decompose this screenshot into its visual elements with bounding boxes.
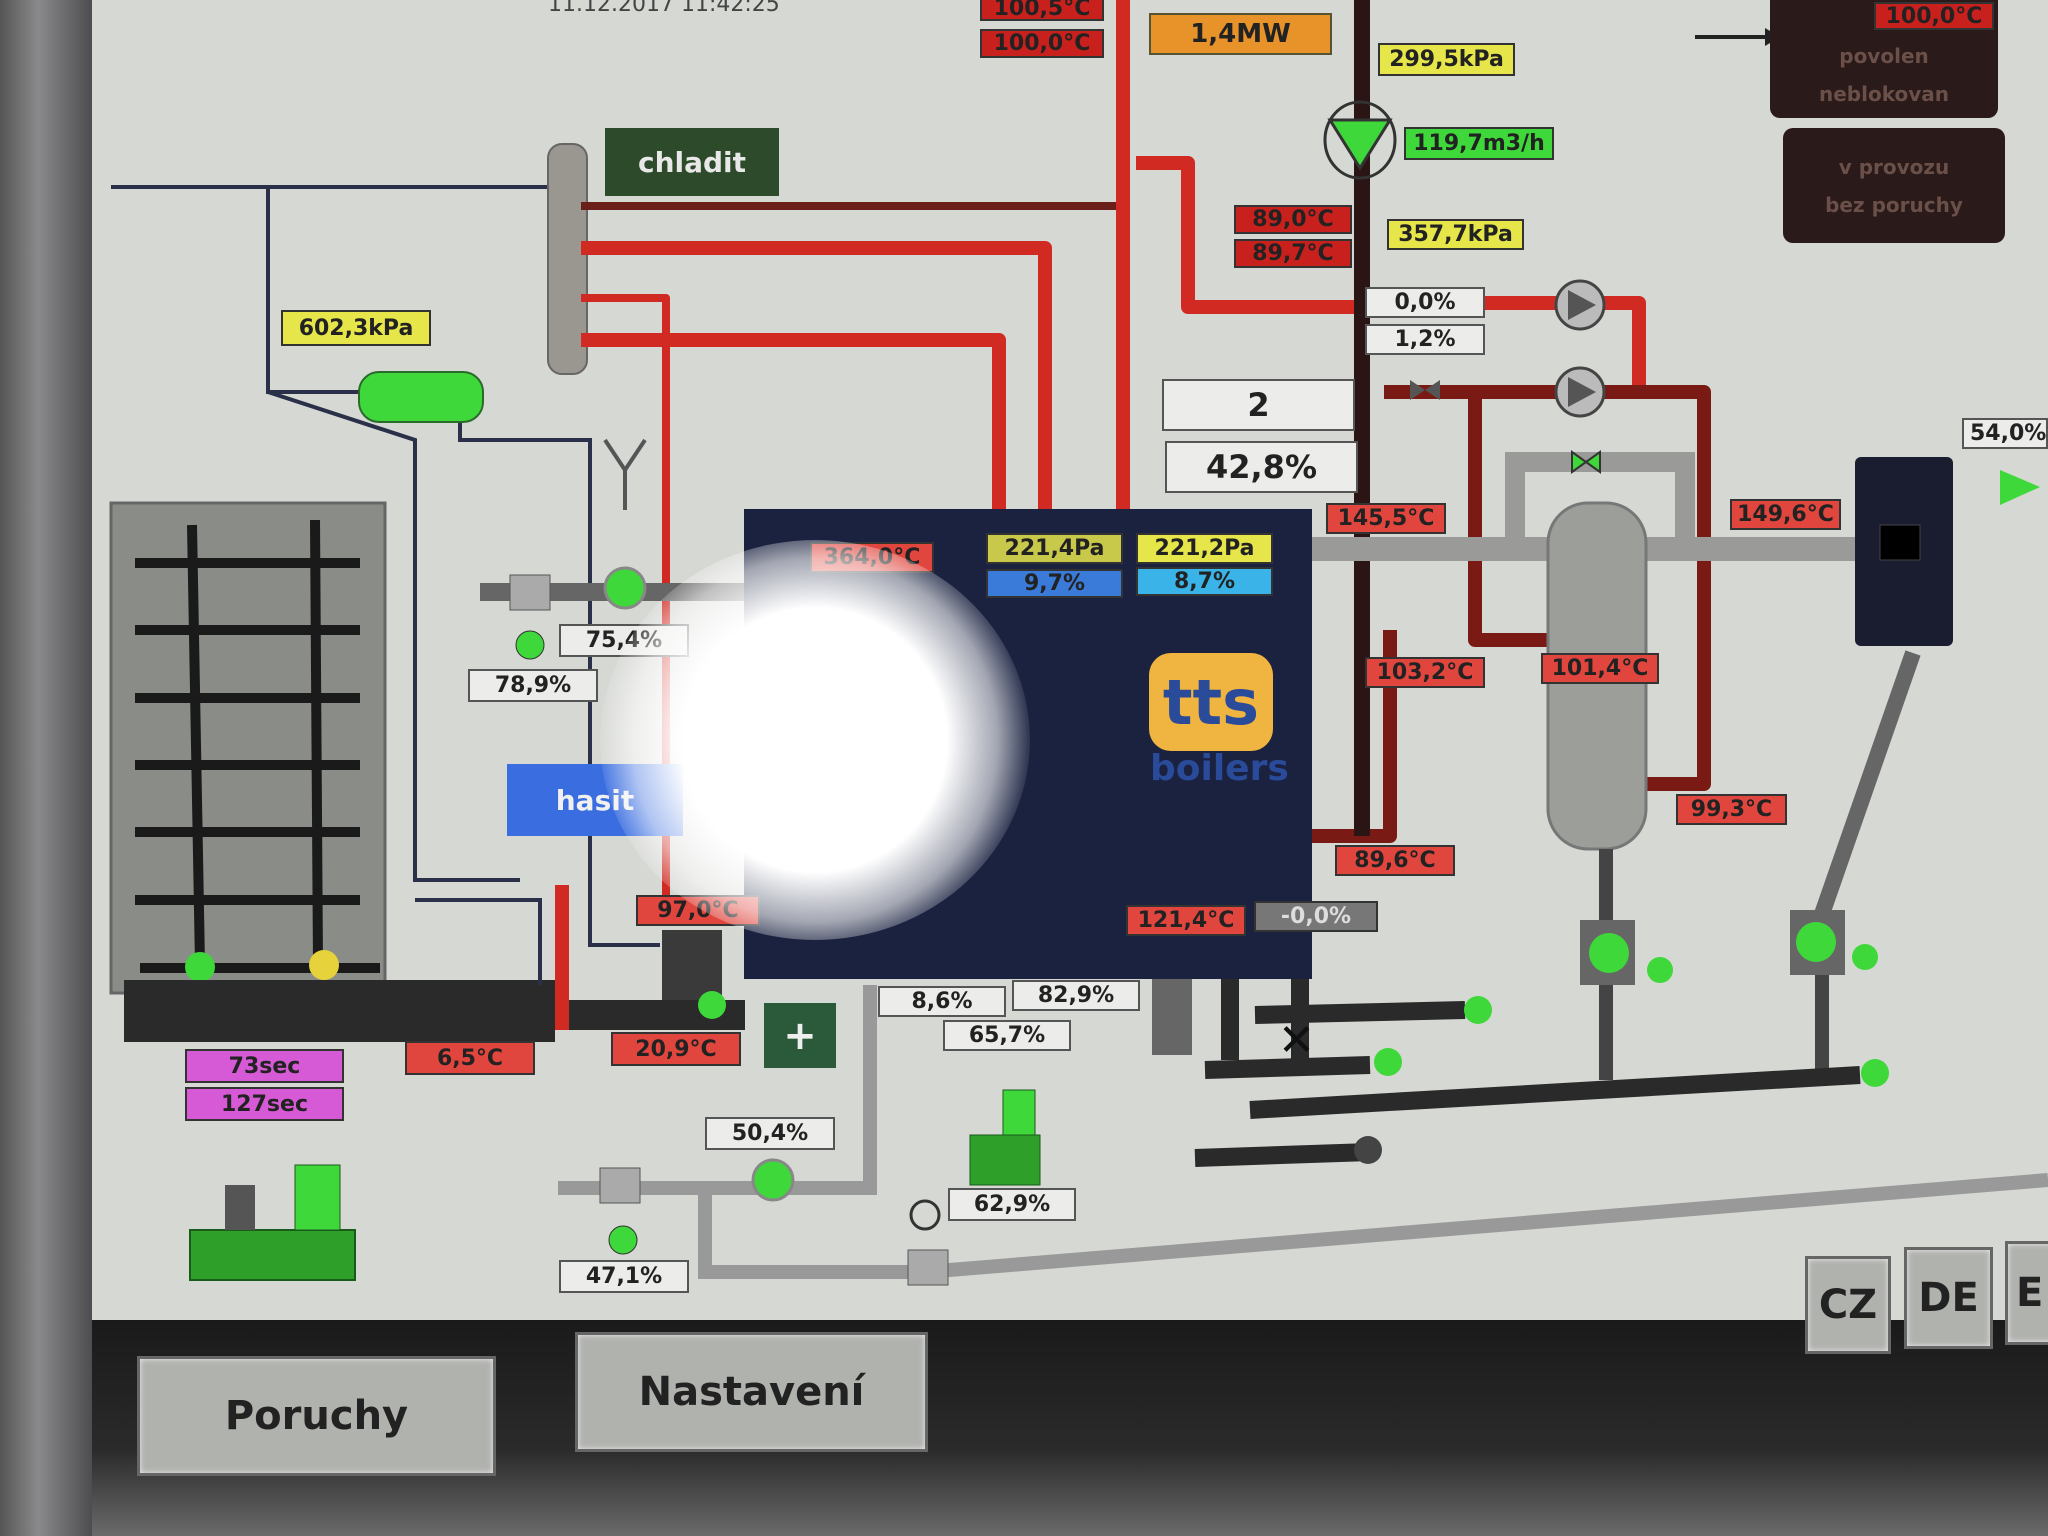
datetime: 11.12.2017 11:42:25 xyxy=(548,0,780,17)
hydraulic-unit-mid xyxy=(969,1134,1041,1186)
exhaust-fan-speed: 54,0% xyxy=(1962,418,2048,449)
temp-top-a: 100,5°C xyxy=(980,0,1104,21)
ash-lines xyxy=(1599,849,1829,1080)
language-de-button[interactable]: DE xyxy=(1904,1247,1993,1349)
feed-indicator xyxy=(698,991,726,1019)
main-pump xyxy=(1327,118,1393,171)
hydraulic-value: 62,9% xyxy=(948,1188,1076,1221)
feed-b: 82,9% xyxy=(1012,980,1140,1011)
temp-mid-b: 101,4°C xyxy=(1541,653,1659,684)
pressure-b: 221,2Pa xyxy=(1136,533,1273,564)
temp-mid-a: 103,2°C xyxy=(1365,657,1485,688)
primary-damper: 78,9% xyxy=(468,669,598,702)
language-en-button[interactable]: E xyxy=(2005,1241,2048,1345)
logo-subtext: boilers xyxy=(1150,748,1289,789)
status-panel-operation: v provozu bez poruchy xyxy=(1783,128,2005,243)
ash-conveyors xyxy=(1194,970,1861,1167)
percent-b: 8,7% xyxy=(1136,567,1273,596)
monitor-bezel-left xyxy=(0,0,95,1536)
cooling-tank xyxy=(547,143,588,375)
pressure-pump-in: 357,7kPa xyxy=(1387,219,1524,250)
temp-low-left: 89,6°C xyxy=(1335,845,1455,876)
secondary-air-pipe xyxy=(558,985,877,1195)
temp-outlet: 145,5°C xyxy=(1326,503,1446,534)
temp-top-b: 100,0°C xyxy=(980,29,1104,58)
temp-feed: 20,9°C xyxy=(611,1032,741,1066)
temp-ash: 97,0°C xyxy=(636,895,760,926)
secondary-fan xyxy=(751,1158,795,1202)
draft-value: -0,0% xyxy=(1254,901,1378,932)
status-panel-permit: 100,0°C povolen neblokovan xyxy=(1770,0,1998,118)
temp-right: 149,6°C xyxy=(1730,499,1841,530)
timer-a: 73sec xyxy=(185,1049,344,1083)
primary-fan xyxy=(603,566,647,610)
power-output: 1,4MW xyxy=(1149,13,1332,55)
panel-line: povolen xyxy=(1839,44,1929,68)
secondary-air-pipe-2 xyxy=(698,1173,2048,1279)
mixing-valve xyxy=(1410,380,1440,400)
temp-flue: 121,4°C xyxy=(1126,905,1246,936)
water-lines xyxy=(111,185,660,985)
percent-a: 9,7% xyxy=(986,569,1123,598)
settings-button[interactable]: Nastavení xyxy=(575,1332,928,1452)
feed-conveyor xyxy=(124,980,555,1042)
load-percent: 42,8% xyxy=(1165,441,1358,493)
hot-pipes xyxy=(581,0,1711,901)
main-pump-housing xyxy=(1323,100,1397,180)
extinguish-button[interactable]: hasit xyxy=(507,764,683,836)
drain-funnel xyxy=(603,438,647,510)
temp-low-right: 99,3°C xyxy=(1676,794,1787,825)
water-pressure: 602,3kPa xyxy=(281,310,431,346)
temp-return-b: 89,7°C xyxy=(1234,239,1352,268)
panel-line: v provozu xyxy=(1838,154,1950,179)
grate-bars xyxy=(135,519,380,973)
panel-temperature: 100,0°C xyxy=(1874,2,1994,30)
language-cz-button[interactable]: CZ xyxy=(1805,1256,1891,1354)
feed-a: 8,6% xyxy=(878,986,1006,1017)
boiler-logo: tts xyxy=(1149,653,1273,751)
pressure-pump-out: 299,5kPa xyxy=(1378,43,1515,76)
grate-indicator-green xyxy=(185,952,215,982)
pump1-speed: 0,0% xyxy=(1365,287,1485,318)
stage-value: 2 xyxy=(1162,379,1355,431)
bypass-valve xyxy=(1571,450,1601,474)
air-damper xyxy=(509,574,551,611)
exhaust-fan xyxy=(2000,470,2040,505)
pressure-a: 221,4Pa xyxy=(986,533,1123,564)
feed-c: 65,7% xyxy=(943,1020,1071,1051)
ash-screw-right xyxy=(1814,650,1921,917)
secondary-fan-speed: 50,4% xyxy=(705,1117,835,1150)
fuel-grate xyxy=(109,501,387,995)
primary-fan-speed: 75,4% xyxy=(559,624,689,657)
add-button[interactable]: + xyxy=(764,1003,836,1068)
faults-button[interactable]: Poruchy xyxy=(137,1356,496,1476)
hydraulic-unit-left xyxy=(189,1229,356,1281)
temp-fuel: 6,5°C xyxy=(405,1041,535,1075)
temp-return-a: 89,0°C xyxy=(1234,205,1352,234)
timer-b: 127sec xyxy=(185,1087,344,1121)
panel-line: bez poruchy xyxy=(1825,192,1963,217)
grate-indicator-yellow xyxy=(309,950,339,980)
panel-line: neblokovan xyxy=(1819,82,1949,106)
expansion-tank xyxy=(358,371,484,423)
ash-chute xyxy=(662,930,722,1000)
secondary-damper: 47,1% xyxy=(559,1260,689,1293)
temp-furnace: 364,0°C xyxy=(810,542,934,573)
logo-text: tts xyxy=(1162,665,1260,739)
fan-motor-icon xyxy=(515,630,545,660)
heater-strip xyxy=(555,885,569,1030)
cool-button[interactable]: chladit xyxy=(605,128,779,196)
flow-rate: 119,7m3/h xyxy=(1404,127,1554,160)
close-icon: ✕ xyxy=(1278,1015,1315,1066)
pump2-speed: 1,2% xyxy=(1365,324,1485,355)
